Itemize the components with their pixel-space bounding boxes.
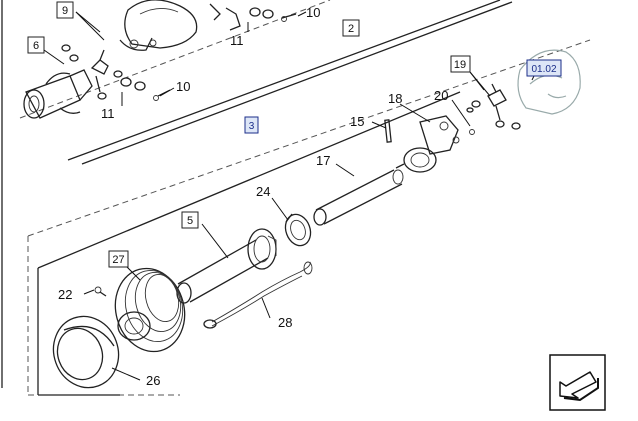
- callout-3[interactable]: 3: [244, 116, 259, 134]
- inner-tube-part: [313, 169, 404, 226]
- right-yoke-assembly: [395, 49, 581, 173]
- svg-text:3: 3: [249, 121, 255, 132]
- left-yoke-assembly: [23, 44, 171, 119]
- callout-24[interactable]: 24: [256, 184, 270, 199]
- svg-text:2: 2: [348, 23, 354, 35]
- outer-shield-tube-part: [176, 228, 277, 304]
- svg-text:6: 6: [33, 40, 39, 52]
- callout-10-top[interactable]: 10: [306, 5, 320, 20]
- callout-28[interactable]: 28: [278, 315, 292, 330]
- bellows-cone-part: [94, 267, 186, 353]
- callout-11-left[interactable]: 11: [101, 106, 115, 121]
- end-cap-part: [52, 315, 120, 389]
- bearing-ring-part: [284, 213, 312, 247]
- callout-18[interactable]: 18: [388, 91, 402, 106]
- svg-text:5: 5: [187, 215, 193, 227]
- callout-22[interactable]: 22: [58, 287, 72, 302]
- callout-27[interactable]: 27: [108, 250, 129, 268]
- callout-26[interactable]: 26: [146, 373, 160, 388]
- callout-19[interactable]: 19: [450, 55, 471, 73]
- callout-10-left[interactable]: 10: [176, 79, 190, 94]
- svg-text:27: 27: [112, 254, 124, 266]
- pin-part: [384, 119, 392, 143]
- arrow-back-icon[interactable]: [549, 354, 606, 411]
- leader-lines: [43, 11, 537, 381]
- svg-text:19: 19: [454, 59, 466, 71]
- callout-15[interactable]: 15: [350, 114, 364, 129]
- callout-6[interactable]: 6: [27, 36, 45, 54]
- callout-17[interactable]: 17: [316, 153, 330, 168]
- callout-20[interactable]: 20: [434, 88, 448, 103]
- upper-yoke-assembly: [119, 0, 297, 51]
- svg-text:01.02: 01.02: [531, 64, 556, 75]
- panel-frames: [1, 0, 591, 396]
- callout-9[interactable]: 9: [56, 1, 74, 19]
- safety-chain-part: [203, 261, 313, 329]
- callout-2[interactable]: 2: [342, 19, 360, 37]
- callout-01-02[interactable]: 01.02: [526, 59, 562, 77]
- callout-11-top[interactable]: 11: [230, 33, 244, 48]
- svg-text:9: 9: [62, 5, 68, 17]
- callout-5[interactable]: 5: [181, 211, 199, 229]
